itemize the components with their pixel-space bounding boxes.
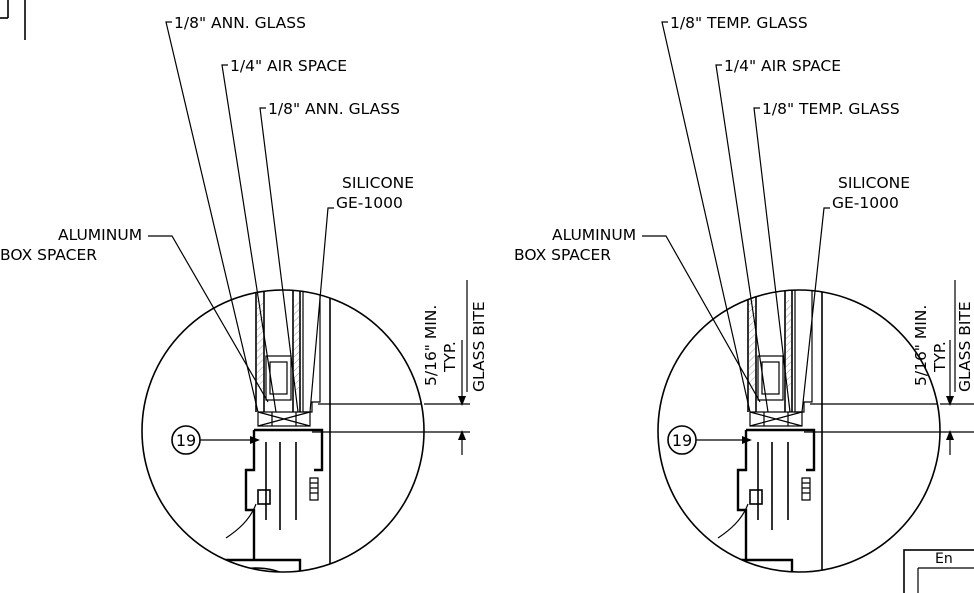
left-spacer-type-label: BOX SPACER [0, 246, 97, 264]
right-silicone-product-label: GE-1000 [832, 194, 899, 212]
right-bite-label: GLASS BITE [956, 301, 974, 392]
right-air-space-label: 1/4" AIR SPACE [724, 57, 841, 75]
sheet-border-fragment [0, 0, 26, 40]
left-spacer-label: ALUMINUM [58, 226, 142, 244]
right-bite-typ-label: TYP. [931, 341, 949, 373]
right-detail-circle [657, 289, 941, 573]
right-section-geometry [706, 290, 940, 572]
left-bite-min-label: 5/16" MIN. [422, 305, 440, 386]
right-spacer-label: ALUMINUM [552, 226, 636, 244]
left-silicone-product-label: GE-1000 [336, 194, 403, 212]
right-inner-glass-label: 1/8" TEMP. GLASS [762, 100, 900, 118]
left-section-geometry [214, 290, 424, 572]
left-inner-glass-label: 1/8" ANN. GLASS [268, 100, 400, 118]
right-bite-min-label: 5/16" MIN. [912, 305, 930, 386]
left-air-space-label: 1/4" AIR SPACE [230, 57, 347, 75]
left-silicone-label: SILICONE [342, 174, 414, 192]
right-glazing-detail: 19 1/8" TEMP. GLASS 1/4" AIR SPACE 1/8" … [514, 14, 974, 573]
title-block-text: En [935, 551, 953, 567]
right-callout-number: 19 [672, 431, 692, 450]
right-outer-glass-label: 1/8" TEMP. GLASS [670, 14, 808, 32]
left-glazing-detail: 19 1/8" ANN. GLASS 1/4" AIR SPACE 1/8" A… [0, 14, 488, 573]
left-bite-label: GLASS BITE [470, 301, 488, 392]
left-bite-typ-label: TYP. [441, 341, 459, 373]
right-spacer-type-label: BOX SPACER [514, 246, 611, 264]
title-block-fragment: En [903, 549, 974, 593]
left-callout-number: 19 [176, 431, 196, 450]
left-outer-glass-label: 1/8" ANN. GLASS [174, 14, 306, 32]
right-silicone-label: SILICONE [838, 174, 910, 192]
